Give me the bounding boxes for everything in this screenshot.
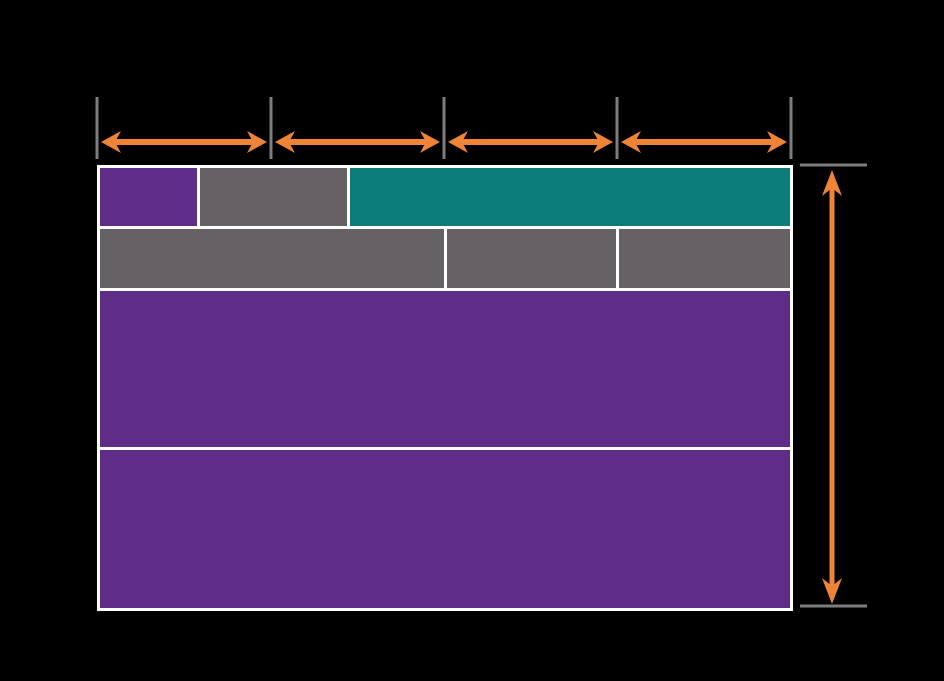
arrowhead-down-icon [822,578,842,604]
arrow-shaft [462,139,599,145]
grid-item-gray-r2c3 [619,229,790,288]
height-tick-top [800,163,867,167]
column-tick-4 [615,97,619,159]
arrowhead-up-icon [822,170,842,196]
grid-item-purple-r1c1 [100,168,197,226]
arrowhead-left-icon [275,131,295,153]
arrowhead-right-icon [767,131,787,153]
arrowhead-left-icon [448,131,468,153]
grid-item-purple-r4c1 [100,450,790,608]
column-width-arrow-2 [275,131,440,153]
arrow-shaft [115,139,253,145]
column-tick-1 [95,97,99,159]
grid-item-gray-r2c1 [100,229,444,288]
grid-item-teal-r1c3 [349,168,790,226]
arrow-shaft [829,188,835,586]
grid-item-gray-r2c2 [446,229,617,288]
grid-item-purple-r3c1 [100,291,790,447]
column-width-arrow-3 [448,131,613,153]
column-tick-5 [789,97,793,159]
height-tick-bottom [800,604,867,608]
column-width-arrow-1 [101,131,267,153]
column-tick-3 [442,97,446,159]
height-arrow [822,170,842,604]
arrow-shaft [289,139,426,145]
column-width-arrow-4 [621,131,787,153]
grid-row-4 [100,450,790,608]
grid-row-1 [100,168,790,226]
arrowhead-left-icon [101,131,121,153]
arrowhead-right-icon [420,131,440,153]
grid-row-2 [100,229,790,288]
arrow-shaft [635,139,773,145]
column-tick-2 [269,97,273,159]
arrowhead-left-icon [621,131,641,153]
arrowhead-right-icon [247,131,267,153]
grid-item-gray-r1c2 [199,168,347,226]
grid-row-3 [100,291,790,447]
grid-frame [97,165,793,611]
arrowhead-right-icon [593,131,613,153]
